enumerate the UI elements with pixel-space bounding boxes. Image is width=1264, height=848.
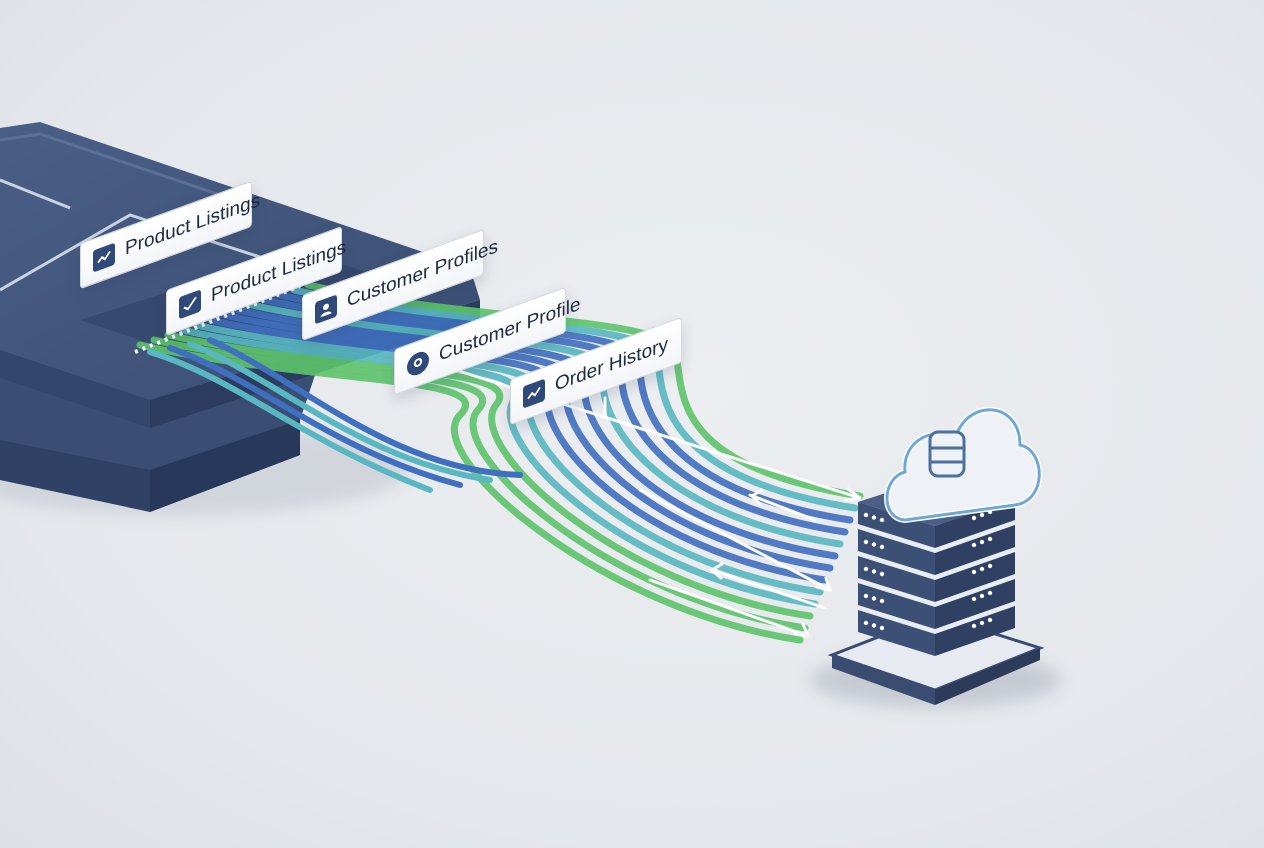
data-cable-short (167, 345, 463, 488)
cloud-database-icon (884, 406, 1043, 524)
user-icon (315, 294, 337, 325)
source-platform (0, 122, 480, 515)
label-tag-4: Customer Profile (394, 286, 581, 396)
check-chart-icon (179, 289, 201, 320)
label-tag-1: Product Listings (80, 180, 260, 290)
data-cable (136, 341, 804, 644)
data-cable (164, 331, 814, 620)
location-pin-icon (407, 348, 429, 379)
chart-icon (93, 242, 115, 273)
label-tag-3: Customer Profiles (302, 228, 498, 342)
port-dots (134, 284, 301, 354)
data-cable (150, 336, 809, 632)
chart-icon (523, 378, 545, 409)
data-cable-short (187, 341, 493, 483)
label-tag-2: Product Listings (166, 225, 346, 337)
data-cable-short (147, 349, 433, 493)
label-tag-5: Order History (510, 316, 682, 426)
data-cable-short (207, 337, 523, 478)
